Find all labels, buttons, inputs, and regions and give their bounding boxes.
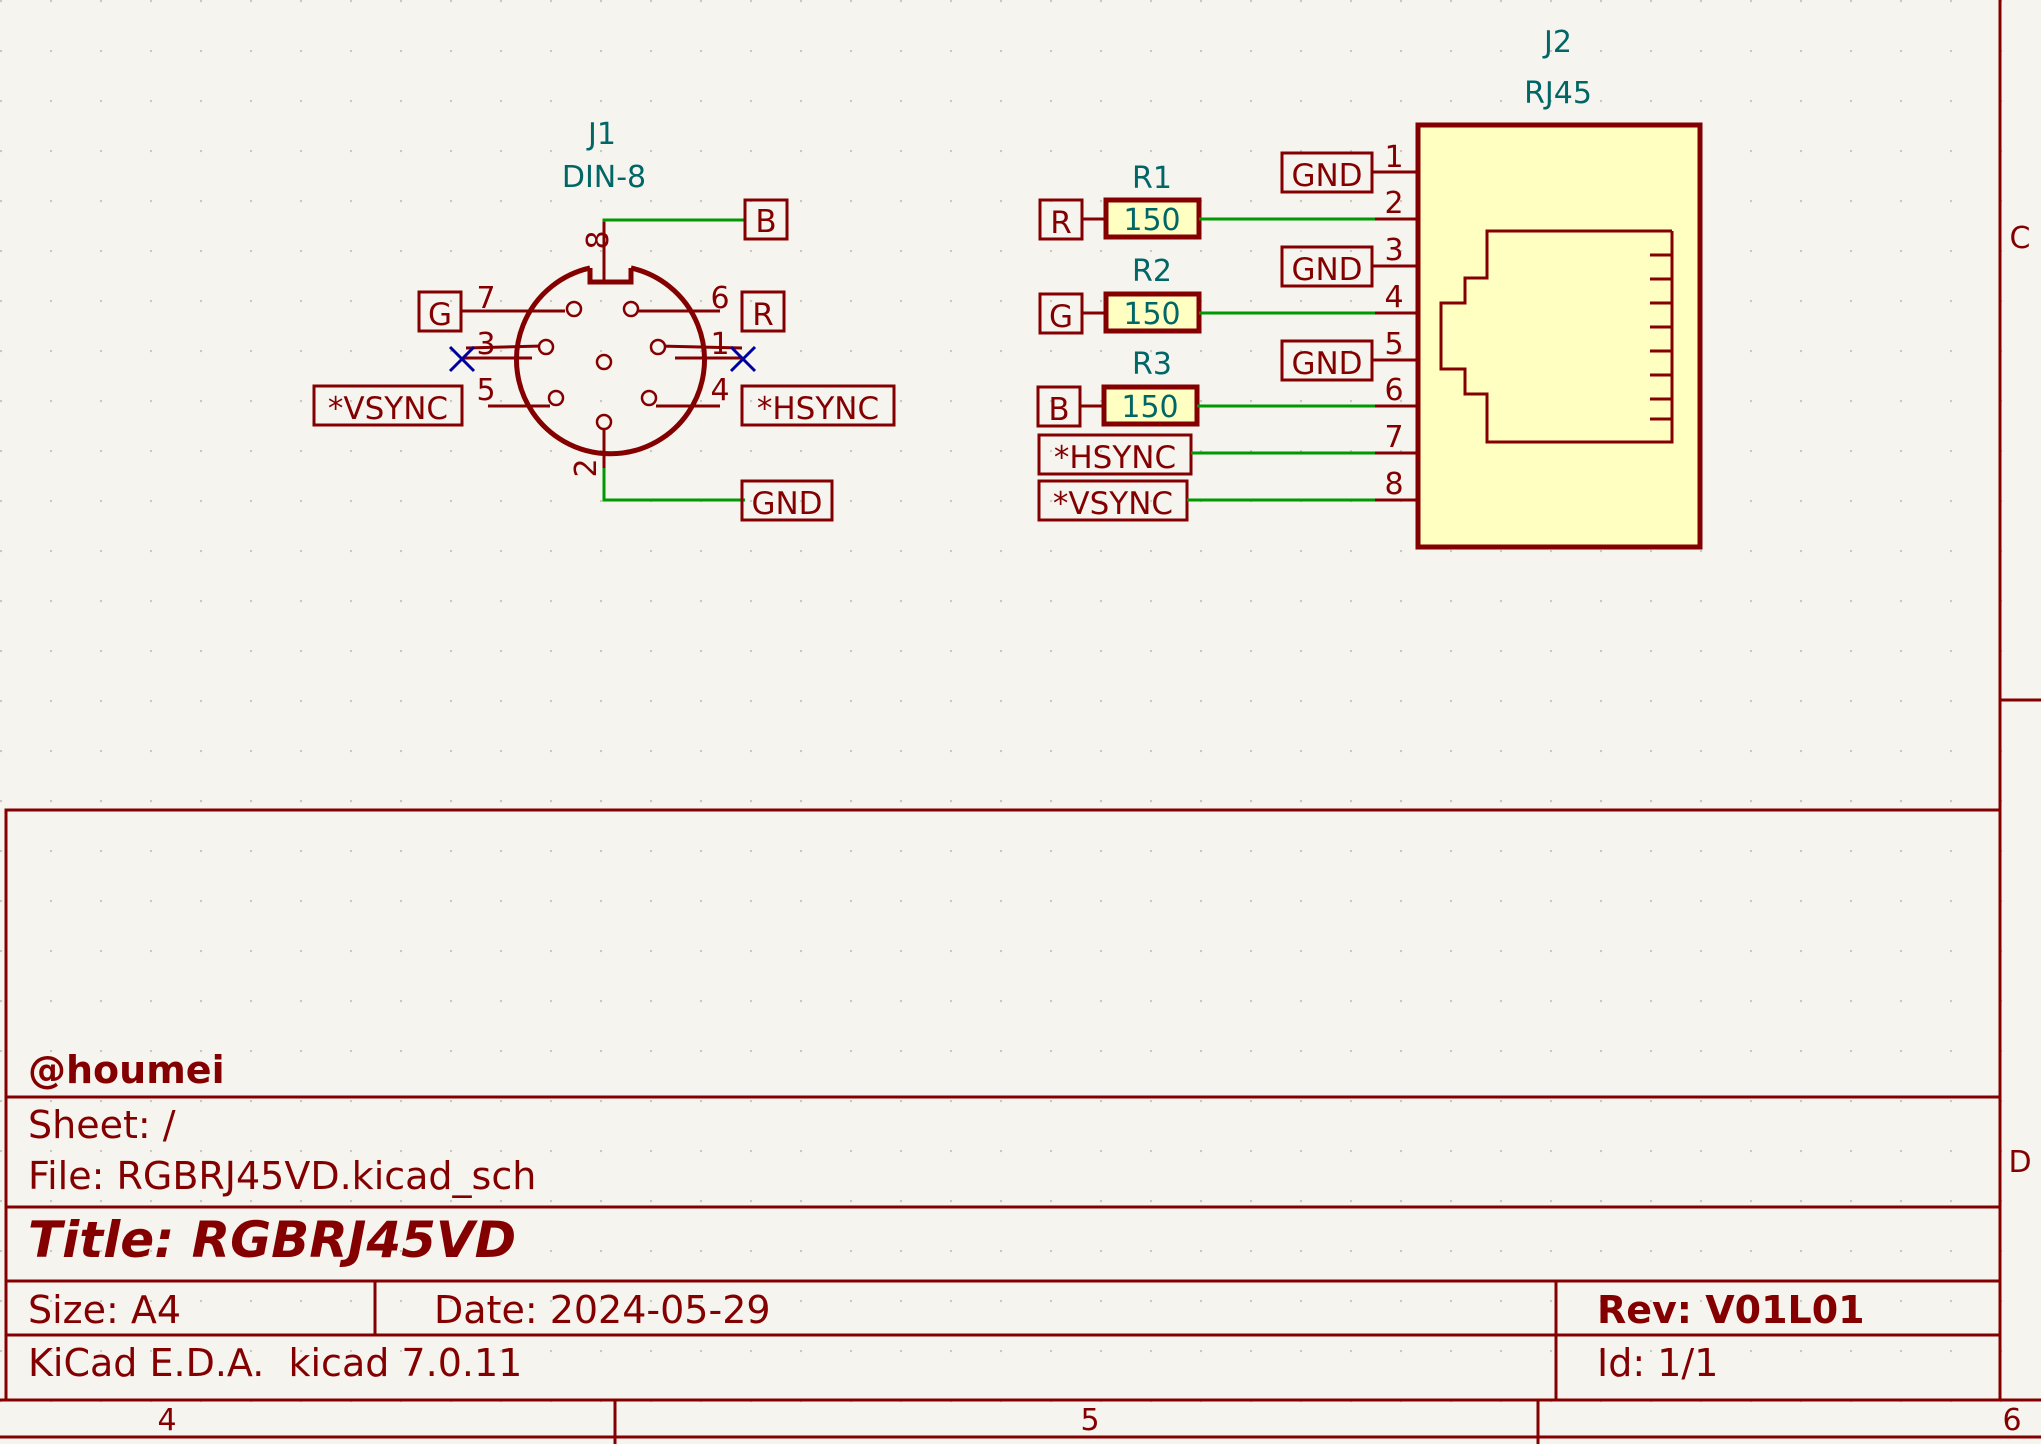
component-j1[interactable]: J1 DIN-8 8 7 [448, 117, 757, 478]
j2-pin-8: 8 [1384, 467, 1403, 502]
svg-text:150: 150 [1121, 390, 1178, 425]
title-block-tool: KiCad E.D.A. kicad 7.0.11 [28, 1341, 522, 1385]
title-block-title: Title: RGBRJ45VD [28, 1211, 516, 1269]
j2-pin-5: 5 [1384, 327, 1403, 362]
svg-text:B: B [1048, 392, 1069, 428]
label-r2-in[interactable]: G [1038, 292, 1106, 335]
label-j1-vsync[interactable]: *VSYNC [312, 384, 464, 427]
j2-pin-4: 4 [1384, 280, 1403, 315]
svg-text:GND: GND [1291, 346, 1362, 382]
svg-text:*HSYNC: *HSYNC [1054, 440, 1176, 476]
j1-pin-7: 7 [476, 281, 495, 316]
title-block-rev: Rev: V01L01 [1597, 1288, 1865, 1332]
svg-text:RJ45: RJ45 [1524, 76, 1592, 111]
j1-pin-3: 3 [476, 327, 495, 362]
component-r3[interactable]: R3 150 [1101, 347, 1200, 427]
no-connect-pin-1 [729, 345, 757, 373]
svg-text:GND: GND [751, 486, 822, 522]
label-j1-hsync[interactable]: *HSYNC [740, 384, 896, 427]
label-r1-in[interactable]: R [1038, 198, 1106, 241]
frame-col-6: 6 [2002, 1403, 2021, 1438]
component-j2[interactable]: J2 RJ45 1 2 3 4 5 6 7 [1372, 25, 1703, 550]
svg-text:R1: R1 [1132, 161, 1172, 196]
j1-value: DIN-8 [562, 160, 646, 195]
title-block-size: Size: A4 [28, 1288, 181, 1332]
label-j1-b[interactable]: B [743, 198, 789, 241]
component-r1[interactable]: R1 150 [1103, 161, 1202, 240]
svg-text:*VSYNC: *VSYNC [328, 391, 448, 427]
label-j1-g[interactable]: G [417, 290, 488, 333]
svg-text:R: R [1050, 205, 1072, 241]
j1-pin-8: 8 [581, 230, 616, 249]
j2-pin-1: 1 [1384, 140, 1403, 175]
svg-text:GND: GND [1291, 252, 1362, 288]
svg-text:150: 150 [1123, 203, 1180, 238]
svg-text:R3: R3 [1132, 347, 1172, 382]
rj45-pin-stubs [1372, 170, 1418, 502]
label-j2-gnd5[interactable]: GND [1280, 339, 1374, 382]
title-block-id: Id: 1/1 [1597, 1341, 1718, 1385]
j2-wires [1187, 217, 1375, 502]
din-connector-body [464, 220, 743, 470]
rj45-jack-outline [1439, 229, 1674, 444]
j2-pin-2: 2 [1384, 186, 1403, 221]
svg-text:150: 150 [1123, 297, 1180, 332]
label-r3-in[interactable]: B [1036, 385, 1104, 428]
j1-pin-6: 6 [710, 281, 729, 316]
no-connect-pin-3 [448, 345, 476, 373]
svg-text:GND: GND [1291, 158, 1362, 194]
j1-pin-2: 2 [569, 458, 604, 477]
frame-row-d: D [2008, 1145, 2031, 1180]
title-block-company: @houmei [28, 1048, 225, 1092]
label-j1-gnd[interactable]: GND [740, 479, 834, 522]
title-block [4, 808, 2002, 1402]
svg-text:*HSYNC: *HSYNC [757, 391, 879, 427]
j1-pin-1: 1 [710, 327, 729, 362]
svg-text:G: G [428, 297, 452, 333]
label-j2-vsync[interactable]: *VSYNC [1037, 479, 1189, 522]
title-block-file: File: RGBRJ45VD.kicad_sch [28, 1154, 536, 1198]
label-j2-gnd3[interactable]: GND [1280, 245, 1374, 288]
frame-col-5: 5 [1080, 1403, 1099, 1438]
svg-text:J2: J2 [1542, 25, 1572, 60]
rj45-body [1415, 122, 1703, 550]
label-j2-gnd1[interactable]: GND [1280, 151, 1374, 194]
frame-row-c: C [2010, 221, 2031, 256]
frame-col-4: 4 [157, 1403, 176, 1438]
svg-text:G: G [1049, 299, 1073, 335]
title-block-date: Date: 2024-05-29 [434, 1288, 771, 1332]
svg-text:*VSYNC: *VSYNC [1053, 486, 1173, 522]
j1-wires [602, 218, 745, 502]
svg-text:R2: R2 [1132, 254, 1172, 289]
j2-pin-7: 7 [1384, 420, 1403, 455]
j1-pin-5: 5 [476, 373, 495, 408]
j1-pin-4: 4 [710, 373, 729, 408]
label-j2-hsync[interactable]: *HSYNC [1037, 433, 1193, 476]
label-j1-r[interactable]: R [740, 290, 786, 333]
j2-pin-3: 3 [1384, 233, 1403, 268]
svg-text:R: R [752, 297, 774, 333]
j1-ref: J1 [586, 117, 616, 152]
j2-pin-6: 6 [1384, 373, 1403, 408]
title-block-sheet: Sheet: / [28, 1103, 176, 1147]
svg-text:B: B [755, 204, 776, 240]
